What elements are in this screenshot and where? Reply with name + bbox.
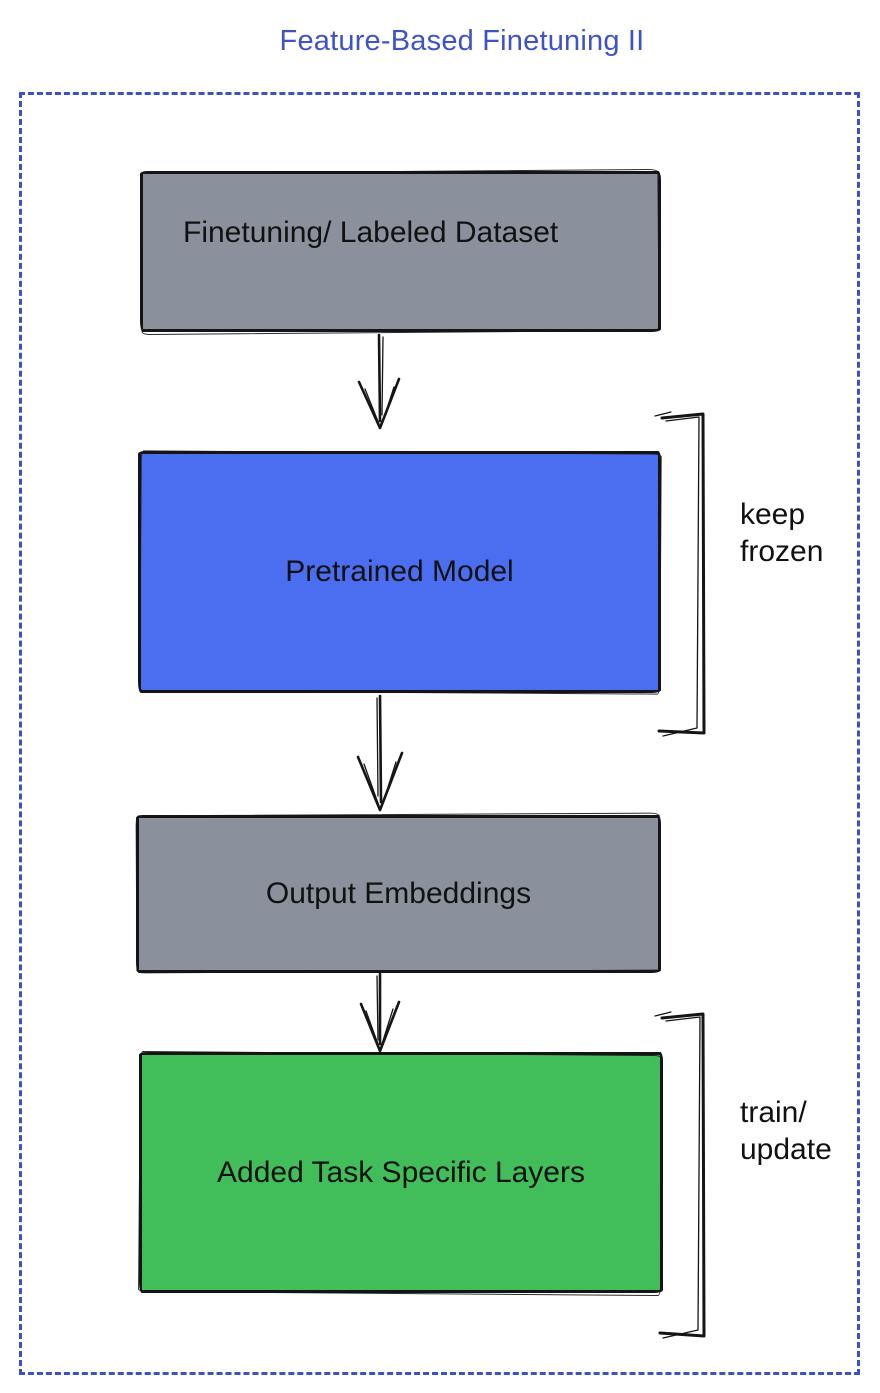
node-finetuning-dataset-label: Finetuning/ Labeled Dataset (183, 216, 559, 249)
node-pretrained-model-label: Pretrained Model (285, 555, 514, 588)
node-added-task-layers-label: Added Task Specific Layers (217, 1155, 585, 1189)
node-output-embeddings-label: Output Embeddings (265, 877, 532, 910)
page-title: Feature-Based Finetuning II (279, 25, 645, 57)
node-finetuning-dataset: Finetuning/ Labeled Dataset (140, 171, 661, 332)
dashed-frame (19, 92, 860, 1375)
node-output-embeddings: Output Embeddings (136, 815, 661, 973)
node-added-task-layers: Added Task Specific Layers (139, 1052, 663, 1293)
node-pretrained-model: Pretrained Model (138, 451, 661, 693)
annotation-keep-frozen: keep frozen (740, 498, 824, 568)
annotation-train-update: train/ update (740, 1096, 832, 1166)
